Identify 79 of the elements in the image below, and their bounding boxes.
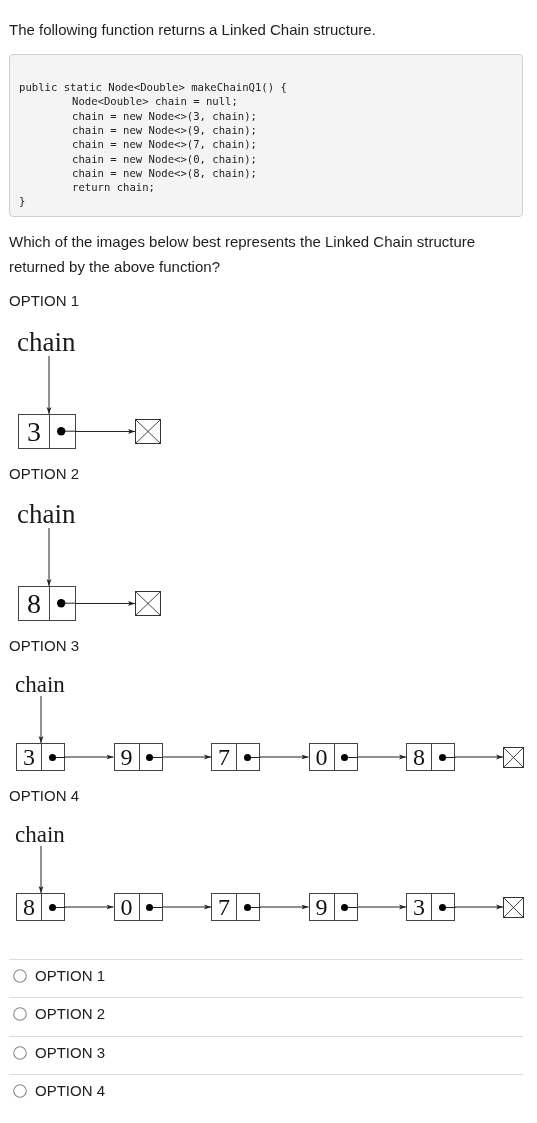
arrow [75, 601, 136, 606]
arrow [454, 904, 504, 910]
list-node [406, 743, 455, 771]
list-node [18, 414, 76, 449]
question-text: Which of the images below best represents the Linked Chain structure returned by the above function? [9, 231, 477, 277]
option-heading: OPTION 4 [9, 785, 79, 806]
pointer-dot [48, 903, 65, 911]
code-line: chain = new Node<>(9, chain); [72, 122, 257, 137]
list-node [308, 893, 358, 921]
list-node [211, 743, 260, 771]
arrow [75, 429, 136, 434]
radio-option: OPTION 3 [13, 1043, 105, 1063]
list-node [16, 743, 65, 771]
code-line: chain = new Node<>(3, chain); [72, 108, 257, 123]
arrow [259, 754, 309, 760]
pointer-dot [146, 903, 163, 911]
option-heading: OPTION 2 [9, 463, 79, 484]
node-value: 0 [114, 894, 140, 920]
arrow [38, 695, 44, 744]
code-line: chain = new Node<>(0, chain); [72, 151, 257, 166]
node-value: 0 [309, 744, 335, 770]
pointer-dot [438, 903, 455, 911]
node-value: 3 [19, 415, 50, 448]
arrow [46, 355, 52, 415]
code-line: } [19, 194, 26, 209]
arrow [259, 904, 309, 910]
list-node [16, 893, 65, 921]
pointer-dot [341, 903, 358, 911]
node-value: 3 [407, 894, 432, 920]
code-line: chain = new Node<>(7, chain); [72, 137, 257, 152]
node-value: 7 [212, 894, 237, 920]
option-heading: OPTION 1 [9, 290, 79, 311]
null-box [135, 419, 161, 444]
option-heading: OPTION 3 [9, 635, 79, 656]
pointer-dot [438, 753, 455, 761]
list-node [113, 893, 163, 921]
node-value: 3 [17, 744, 42, 770]
radio-option: OPTION 1 [13, 966, 105, 986]
radio-option: OPTION 2 [13, 1004, 105, 1024]
node-value: 8 [19, 587, 50, 620]
pointer-dot [56, 599, 76, 608]
pointer-dot [341, 753, 358, 761]
code-line: chain = new Node<>(8, chain); [72, 165, 257, 180]
list-node [406, 893, 455, 921]
title: The following function returns a Linked Chain structure. [9, 20, 376, 40]
list-node [211, 893, 260, 921]
variable-label: chain [17, 501, 76, 528]
variable-label: chain [17, 329, 76, 356]
arrow [162, 754, 212, 760]
node-value: 9 [114, 744, 140, 770]
arrow [357, 904, 407, 910]
node-value: 8 [407, 744, 432, 770]
variable-label: chain [15, 823, 65, 846]
code-line: return chain; [72, 180, 155, 195]
arrow [454, 754, 504, 760]
node-value: 9 [309, 894, 335, 920]
list-node [18, 586, 76, 621]
pointer-dot [243, 903, 260, 911]
node-value: 7 [212, 744, 237, 770]
radio-option: OPTION 4 [13, 1081, 105, 1101]
arrow [64, 754, 114, 760]
arrow [64, 904, 114, 910]
list-node [308, 743, 358, 771]
arrow [38, 845, 44, 894]
variable-label: chain [15, 673, 65, 696]
pointer-dot [48, 753, 65, 761]
pointer-dot [243, 753, 260, 761]
pointer-dot [146, 753, 163, 761]
code-line: public static Node<Double> makeChainQ1() { [19, 80, 287, 94]
arrow [357, 754, 407, 760]
arrow [46, 527, 52, 587]
code-line: Node<Double> chain = null; [72, 94, 238, 109]
null-box [503, 747, 524, 768]
null-box [503, 897, 524, 918]
node-value: 8 [17, 894, 42, 920]
pointer-dot [56, 427, 76, 436]
list-node [113, 743, 163, 771]
arrow [162, 904, 212, 910]
null-box [135, 591, 161, 616]
